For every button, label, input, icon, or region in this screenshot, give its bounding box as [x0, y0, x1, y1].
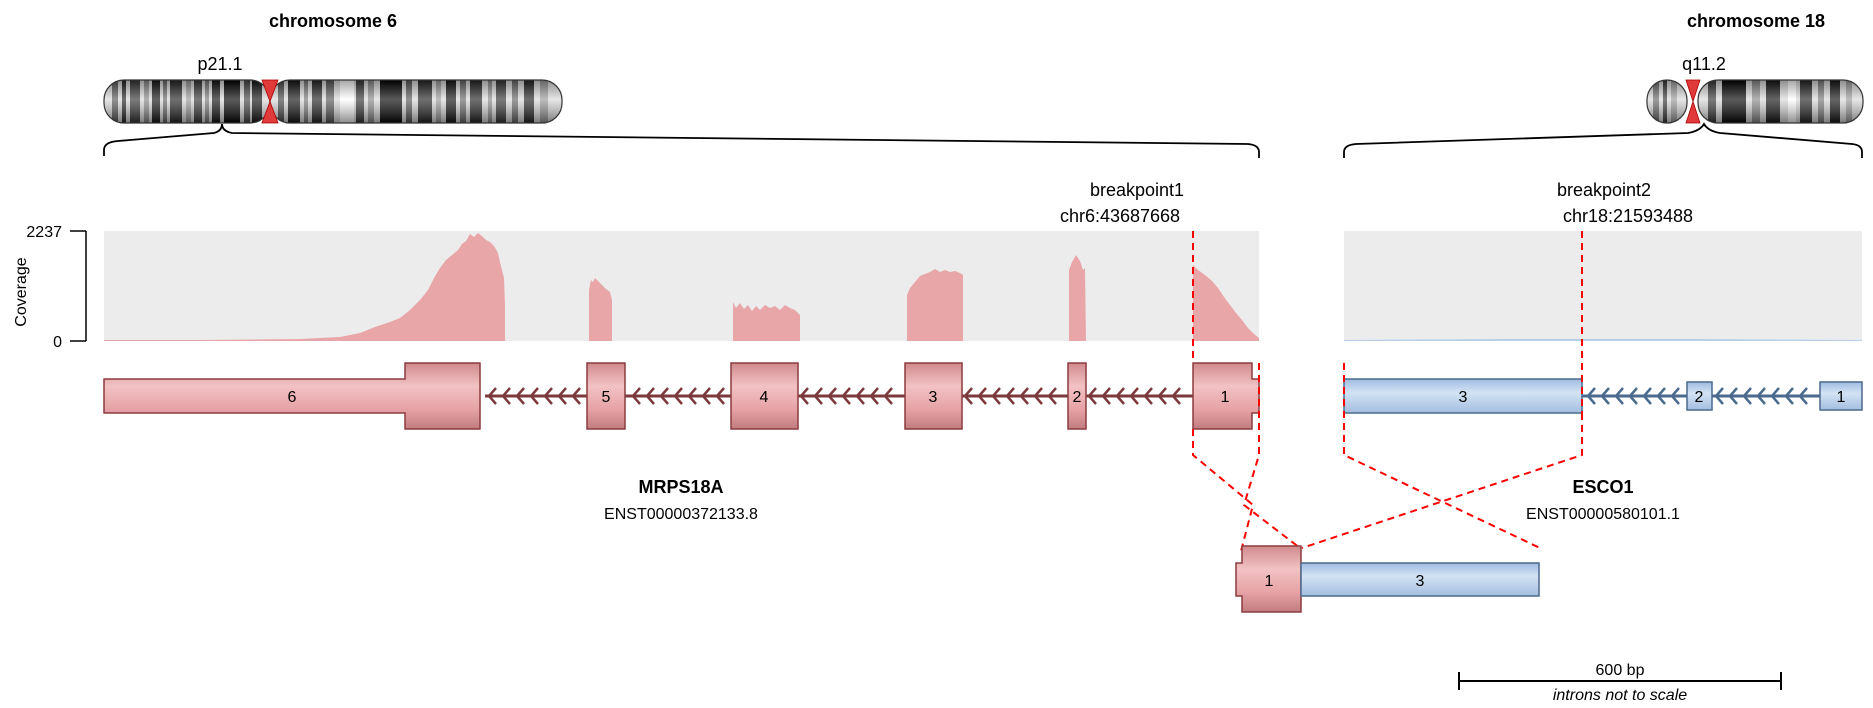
chromosome-18-zoom-bracket [1344, 124, 1862, 158]
esco1-exon-2-label: 2 [1695, 389, 1704, 406]
chromosome-6-zoom-bracket [104, 124, 1259, 158]
mrps18a-exon-3-label: 3 [929, 389, 938, 406]
breakpoint2-position: chr18:21593488 [1563, 206, 1693, 226]
chromosome-6-ideogram [104, 80, 562, 123]
esco1-projection-right [1302, 413, 1582, 548]
coverage-max-label: 2237 [26, 224, 62, 241]
chromosome-6-title: chromosome 6 [269, 11, 397, 31]
coverage-axis [70, 231, 86, 341]
mrps18a-exon-2-label: 2 [1073, 389, 1082, 406]
mrps18a-projection-left [1193, 429, 1253, 555]
chromosome-6-band-label: p21.1 [197, 54, 242, 74]
chromosome-18-band-label: q11.2 [1682, 54, 1726, 74]
breakpoint1-position: chr6:43687668 [1060, 206, 1180, 226]
mrps18a-gene-model: 6 5 4 3 2 1 [104, 363, 1259, 429]
mrps18a-exon-5-label: 5 [602, 389, 611, 406]
breakpoint2-label: breakpoint2 [1557, 180, 1651, 200]
coverage-panel-esco1 [1344, 231, 1862, 341]
fusion-exon-1-label: 1 [1265, 573, 1274, 590]
scale-bar-note: introns not to scale [1553, 687, 1687, 704]
mrps18a-exon-6-label: 6 [288, 389, 297, 406]
fusion-transcript: 1 3 [1236, 546, 1539, 612]
mrps18a-transcript-id: ENST00000372133.8 [604, 506, 758, 523]
fusion-exon-3-label: 3 [1416, 573, 1425, 590]
chromosome-18-ideogram [1647, 80, 1863, 123]
coverage-min-label: 0 [53, 334, 62, 351]
mrps18a-gene-name: MRPS18A [638, 477, 723, 497]
breakpoint1-label: breakpoint1 [1090, 180, 1184, 200]
chromosome-18-title: chromosome 18 [1687, 11, 1825, 31]
scale-bar-label: 600 bp [1596, 662, 1645, 679]
coverage-axis-title: Coverage [13, 257, 30, 326]
esco1-exon-3-label: 3 [1459, 389, 1468, 406]
esco1-gene-model: 3 2 1 [1344, 379, 1862, 413]
esco1-gene-name: ESCO1 [1572, 477, 1633, 497]
esco1-exon-1-label: 1 [1837, 389, 1846, 406]
mrps18a-exon-4-label: 4 [760, 389, 769, 406]
esco1-transcript-id: ENST00000580101.1 [1526, 506, 1680, 523]
mrps18a-exon-1-label: 1 [1221, 389, 1230, 406]
